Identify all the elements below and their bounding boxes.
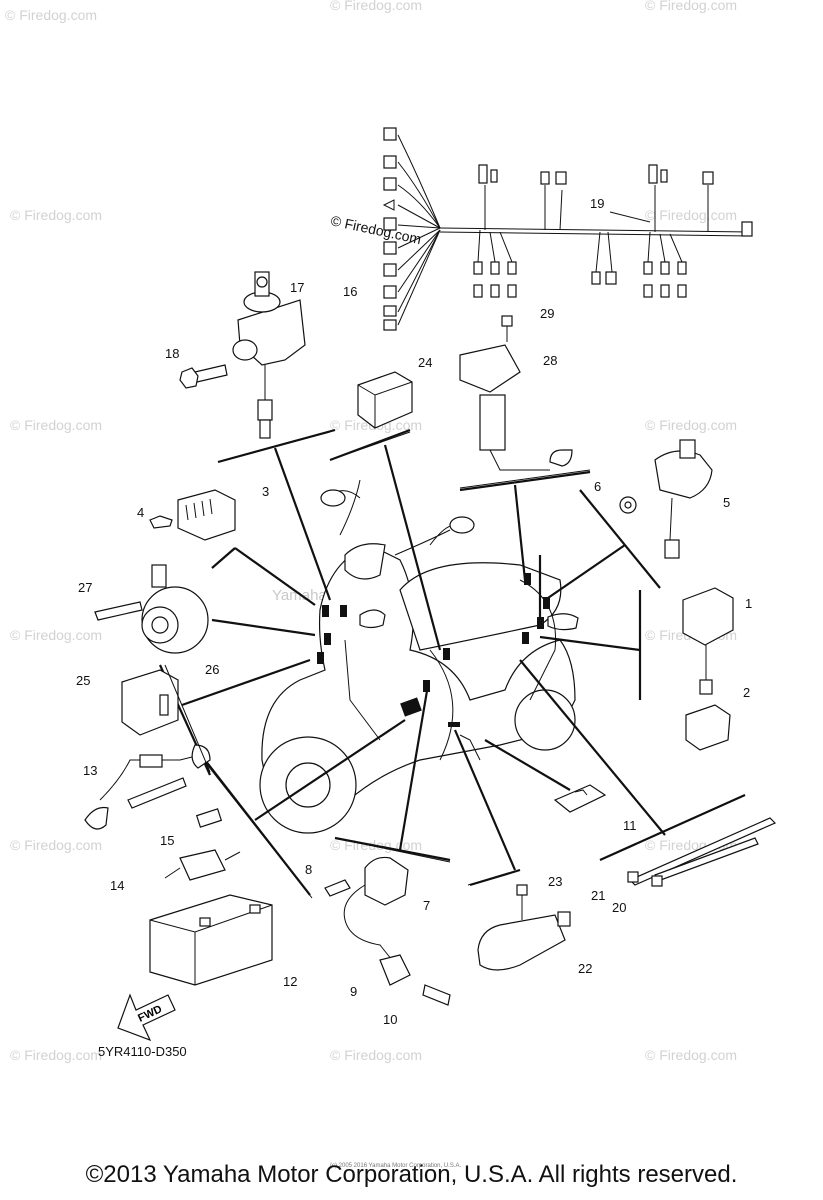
parts: FWD	[84, 271, 777, 1042]
callout-22: 22	[578, 961, 592, 976]
callout-12: 12	[283, 974, 297, 989]
callout-23: 23	[548, 874, 562, 889]
inline-watermark: © Firedog.com	[329, 212, 422, 247]
watermark-text: © Firedog.com	[10, 207, 102, 223]
watermark-text: © Firedog.com	[330, 1047, 422, 1063]
callout-14: 14	[110, 878, 124, 893]
callout-13: 13	[83, 763, 97, 778]
leader-lines	[158, 428, 746, 896]
cable-ties	[627, 817, 777, 887]
fuel-sender-28	[459, 315, 573, 471]
main-switch-part	[232, 271, 306, 439]
callout-29: 29	[540, 306, 554, 321]
callout-16: 16	[343, 284, 357, 299]
callout-26: 26	[205, 662, 219, 677]
scooter-outline	[259, 479, 579, 834]
rectifier-3	[177, 489, 236, 541]
watermark-text: © Firedog.com	[330, 0, 422, 13]
callout-8: 8	[305, 862, 312, 877]
callout-17: 17	[290, 280, 304, 295]
watermark-text: © Firedog.com	[10, 1047, 102, 1063]
sensor-22	[477, 884, 571, 971]
battery-12	[149, 894, 273, 986]
fuse-holder-13	[84, 744, 211, 830]
clip-11	[553, 784, 607, 813]
callout-11: 11	[623, 818, 637, 833]
fwd-arrow: FWD	[117, 993, 176, 1042]
watermark-text: © Firedog.com	[10, 417, 102, 433]
callout-21: 21	[591, 888, 605, 903]
callouts: 1 2 3 4 5 6 7 8 9 10 11 12 13 14 15 16 1…	[76, 196, 752, 1027]
callout-4: 4	[137, 505, 144, 520]
watermark-text: © Firedog.com	[5, 7, 97, 23]
starter-relay-5	[654, 439, 713, 559]
wire-harness	[382, 127, 753, 331]
ignition-coil-7	[324, 856, 411, 986]
watermark-text: © Firedog.com	[10, 837, 102, 853]
relay-24	[357, 371, 413, 429]
callout-9: 9	[350, 984, 357, 999]
callout-3: 3	[262, 484, 269, 499]
spark-plug-10	[422, 984, 451, 1006]
fuse-15	[195, 808, 223, 828]
watermark-text: © Firedog.com	[10, 627, 102, 643]
cdi-25	[121, 669, 179, 736]
watermark-text: © Firedog.com	[645, 1047, 737, 1063]
cover-2	[685, 704, 731, 751]
callout-1: 1	[745, 596, 752, 611]
callout-25: 25	[76, 673, 90, 688]
watermark-layer: © Firedog.com © Firedog.com © Firedog.co…	[5, 0, 737, 1063]
diagram-code: 5YR4110-D350	[98, 1044, 187, 1059]
callout-20: 20	[612, 900, 626, 915]
callout-18: 18	[165, 346, 179, 361]
horn-26	[94, 564, 209, 654]
tiny-credit: (c) 2005 2016 Yamaha Motor Corporation, …	[330, 1163, 462, 1169]
screw-4	[149, 515, 173, 529]
callout-2: 2	[743, 685, 750, 700]
watermark-text: © Firedog.com	[645, 207, 737, 223]
flasher-1	[682, 587, 734, 695]
nut-6	[619, 496, 637, 514]
callout-24: 24	[418, 355, 432, 370]
watermark-text: © Firedog.com	[645, 417, 737, 433]
watermark-text: © Firedog.com	[645, 0, 737, 13]
callout-5: 5	[723, 495, 730, 510]
callout-7: 7	[423, 898, 430, 913]
callout-10: 10	[383, 1012, 397, 1027]
callout-27: 27	[78, 580, 92, 595]
starter-switch-14	[164, 849, 241, 881]
callout-28: 28	[543, 353, 557, 368]
callout-15: 15	[160, 833, 174, 848]
bolt-18	[179, 364, 228, 389]
callout-6: 6	[594, 479, 601, 494]
copyright-notice: ©2013 Yamaha Motor Corporation, U.S.A. A…	[85, 1161, 738, 1188]
callout-19: 19	[590, 196, 604, 211]
